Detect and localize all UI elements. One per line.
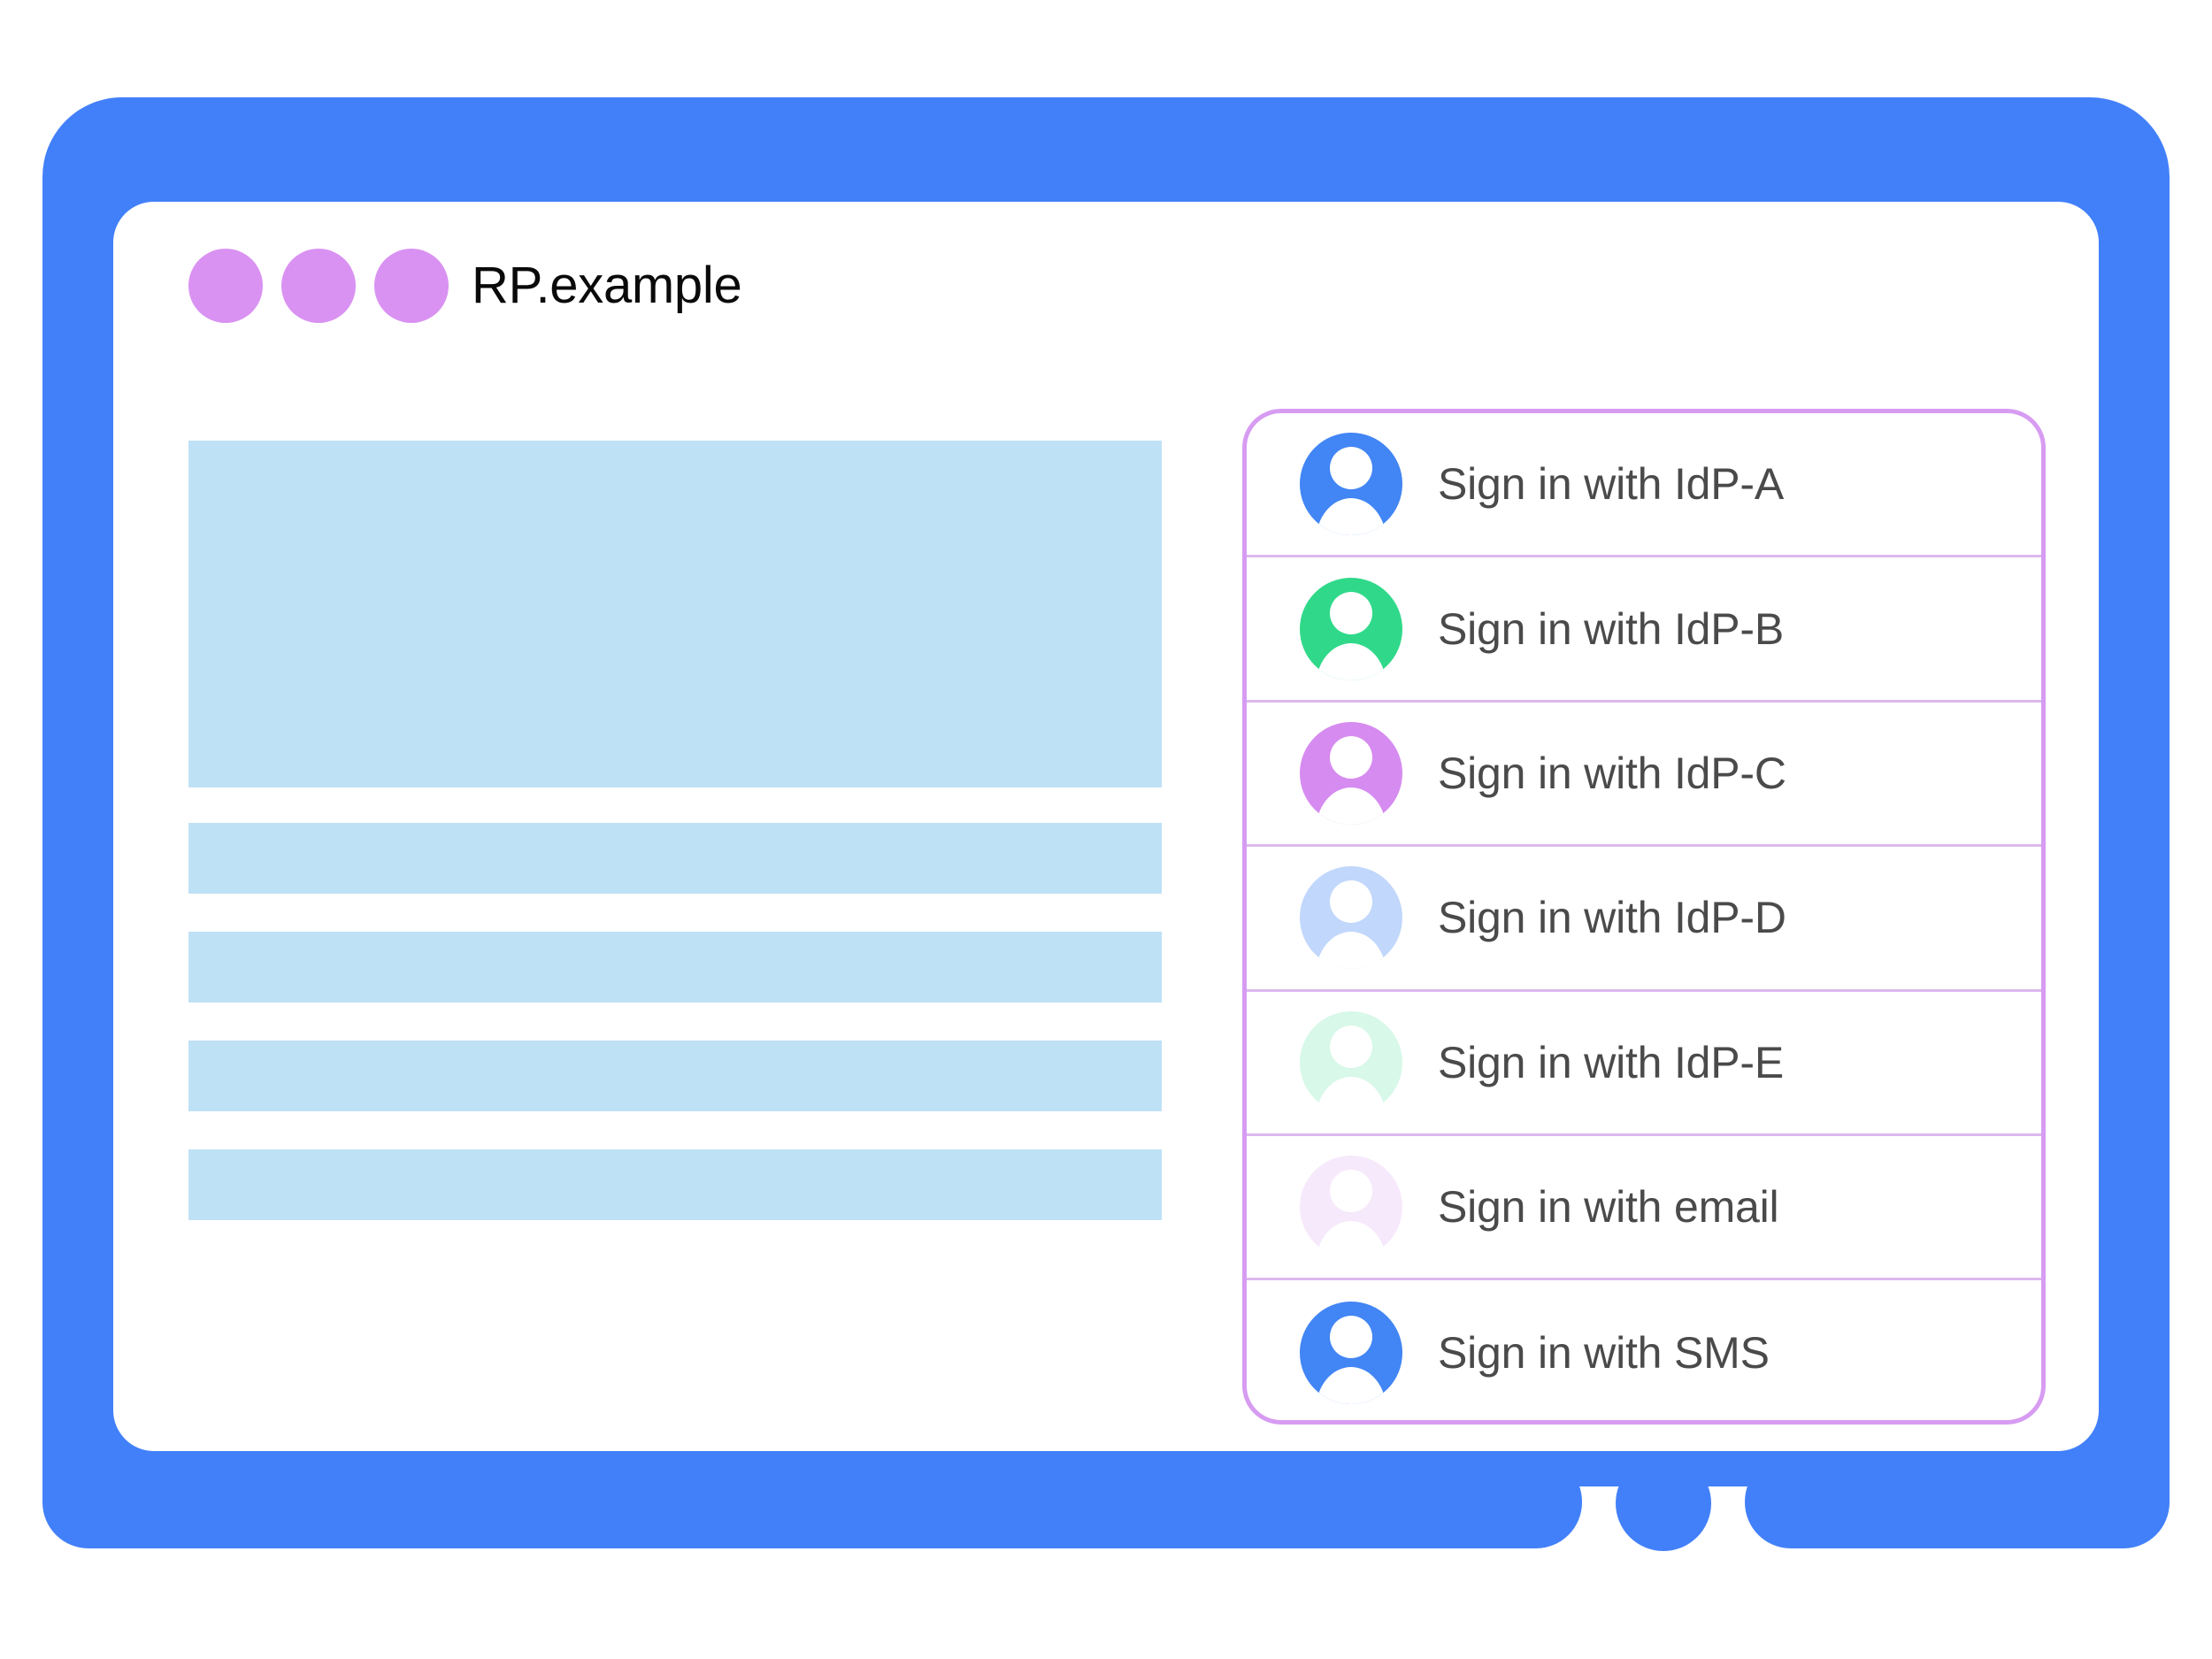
signin-row[interactable]: Sign in with IdP-C <box>1247 703 2041 848</box>
signin-row-label: Sign in with IdP-D <box>1438 893 1786 943</box>
window-dot-3[interactable] <box>374 249 449 323</box>
browser-titlebar: RP.example <box>113 202 2099 365</box>
signin-row-label: Sign in with IdP-B <box>1438 603 1785 654</box>
hero-placeholder-block <box>188 441 1162 787</box>
tablet-bezel-right <box>1745 1455 2170 1548</box>
signin-row-label: Sign in with SMS <box>1438 1328 1770 1379</box>
signin-row-label: Sign in with IdP-E <box>1438 1037 1785 1087</box>
signin-row[interactable]: Sign in with email <box>1247 1136 2041 1281</box>
person-avatar-icon <box>1300 1302 1402 1405</box>
person-avatar-icon <box>1300 1010 1402 1114</box>
signin-row-label: Sign in with IdP-C <box>1438 748 1786 798</box>
signin-row-label: Sign in with IdP-A <box>1438 459 1785 510</box>
person-avatar-icon <box>1300 866 1402 970</box>
signin-row[interactable]: Sign in with IdP-E <box>1247 992 2041 1136</box>
signin-row[interactable]: Sign in with IdP-B <box>1247 557 2041 703</box>
tablet-bezel-left <box>42 1455 1582 1548</box>
signin-account-chooser: Sign in with IdP-A Sign in with IdP-B Sign… <box>1242 409 2046 1425</box>
text-placeholder-bar-2 <box>188 932 1162 1002</box>
home-button[interactable] <box>1616 1455 1711 1551</box>
signin-row[interactable]: Sign in with SMS <box>1247 1280 2041 1420</box>
text-placeholder-bar-1 <box>188 823 1162 894</box>
person-avatar-icon <box>1300 577 1402 680</box>
text-placeholder-bar-3 <box>188 1041 1162 1111</box>
window-dot-2[interactable] <box>281 249 356 323</box>
signin-row-label: Sign in with email <box>1438 1182 1779 1233</box>
person-avatar-icon <box>1300 1156 1402 1259</box>
window-dot-1[interactable] <box>188 249 263 323</box>
page-title: RP.example <box>472 257 742 314</box>
signin-row[interactable]: Sign in with IdP-A <box>1247 413 2041 558</box>
person-avatar-icon <box>1300 721 1402 825</box>
page-content-placeholder <box>188 441 1162 1220</box>
signin-row[interactable]: Sign in with IdP-D <box>1247 847 2041 992</box>
person-avatar-icon <box>1300 433 1402 536</box>
text-placeholder-bar-4 <box>188 1149 1162 1220</box>
